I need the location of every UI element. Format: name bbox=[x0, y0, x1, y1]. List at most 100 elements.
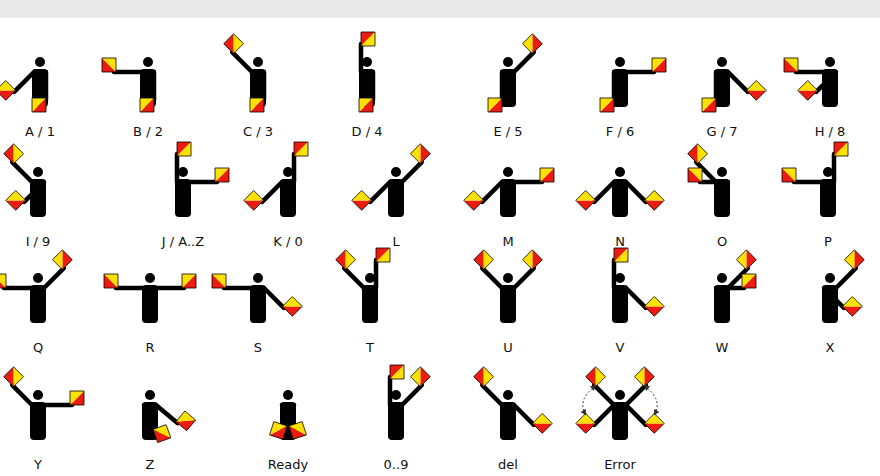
arm bbox=[388, 377, 393, 405]
flag-outline bbox=[177, 142, 191, 156]
body bbox=[388, 402, 404, 440]
head bbox=[615, 390, 625, 400]
letter-label: R bbox=[145, 340, 154, 356]
flag-yellow bbox=[600, 98, 614, 112]
semaphore-figure bbox=[352, 144, 430, 217]
flag-outline bbox=[586, 367, 606, 387]
arm bbox=[612, 72, 617, 100]
head bbox=[717, 167, 727, 177]
arm bbox=[374, 260, 379, 288]
semaphore-figure bbox=[784, 57, 838, 107]
arm bbox=[714, 72, 719, 100]
flag-red bbox=[224, 34, 234, 54]
body bbox=[362, 285, 378, 323]
arm bbox=[816, 72, 836, 92]
arm bbox=[482, 182, 502, 202]
semaphore-figure bbox=[0, 250, 72, 323]
flag-yellow bbox=[798, 80, 818, 90]
semaphore-figure bbox=[388, 365, 430, 440]
arm bbox=[12, 162, 32, 182]
flag-outline bbox=[352, 190, 372, 210]
semaphore-figure bbox=[4, 144, 46, 217]
flag-yellow bbox=[352, 190, 372, 200]
flag-outline bbox=[702, 98, 716, 112]
head bbox=[145, 390, 155, 400]
arm bbox=[152, 72, 157, 100]
flag-outline bbox=[0, 274, 6, 288]
head bbox=[717, 57, 727, 67]
letter-label: del bbox=[498, 457, 518, 473]
arm bbox=[832, 154, 837, 182]
flag-red bbox=[532, 250, 542, 270]
flag-yellow bbox=[540, 168, 554, 182]
flag-yellow bbox=[634, 367, 644, 387]
head bbox=[365, 273, 375, 283]
arm bbox=[514, 405, 534, 425]
semaphore-figure bbox=[488, 34, 542, 112]
letter-label: U bbox=[503, 340, 513, 356]
arm bbox=[44, 268, 64, 288]
flag-outline bbox=[844, 250, 864, 270]
flag-red bbox=[0, 274, 6, 288]
flag-outline bbox=[600, 98, 614, 112]
flag-outline bbox=[361, 32, 375, 46]
flag-outline bbox=[390, 365, 404, 379]
semaphore-figure bbox=[142, 390, 196, 443]
flag-outline bbox=[644, 190, 664, 210]
flag-red bbox=[842, 306, 862, 316]
flag-yellow bbox=[464, 190, 484, 200]
letter-label: W bbox=[716, 340, 729, 356]
flag-outline bbox=[798, 80, 818, 100]
arm bbox=[264, 288, 284, 308]
semaphore-figure bbox=[102, 57, 156, 112]
body bbox=[175, 179, 191, 217]
motion-arrow bbox=[644, 386, 657, 415]
flag-outline bbox=[644, 296, 664, 316]
letter-label: Q bbox=[33, 340, 43, 356]
head bbox=[33, 167, 43, 177]
flag-red bbox=[62, 250, 72, 270]
flag-yellow bbox=[410, 144, 420, 164]
flag-outline bbox=[294, 142, 308, 156]
body bbox=[30, 402, 46, 440]
flag-yellow bbox=[410, 367, 420, 387]
flag-outline bbox=[576, 413, 596, 433]
flag-red bbox=[644, 200, 664, 210]
semaphore-figure bbox=[782, 142, 848, 217]
header-band bbox=[0, 0, 880, 18]
head bbox=[503, 273, 513, 283]
arm bbox=[44, 403, 72, 408]
flag-outline bbox=[4, 144, 24, 164]
flag-yellow bbox=[104, 274, 118, 288]
flag-red bbox=[376, 248, 390, 262]
flag-outline bbox=[212, 274, 226, 288]
flag-red bbox=[834, 142, 848, 156]
letter-label: Error bbox=[604, 457, 636, 473]
flag-outline bbox=[614, 248, 628, 262]
flag-yellow bbox=[688, 168, 702, 182]
head bbox=[391, 390, 401, 400]
flag-yellow bbox=[0, 274, 6, 288]
flag-outline bbox=[6, 190, 26, 210]
flag-yellow bbox=[834, 142, 848, 156]
letter-label: Y bbox=[34, 457, 42, 473]
head bbox=[35, 57, 45, 67]
flag-yellow bbox=[212, 274, 226, 288]
arm bbox=[402, 385, 422, 405]
flag-red bbox=[702, 98, 716, 112]
flag-yellow bbox=[522, 250, 532, 270]
flag-outline bbox=[634, 367, 654, 387]
semaphore-figure bbox=[474, 367, 552, 440]
flag-outline bbox=[736, 250, 756, 270]
flag-yellow bbox=[644, 413, 664, 423]
arm bbox=[402, 162, 422, 182]
flag-outline bbox=[576, 190, 596, 210]
arm bbox=[371, 72, 376, 100]
letter-label: Ready bbox=[268, 457, 308, 473]
arm bbox=[156, 405, 177, 423]
flag-yellow bbox=[644, 190, 664, 200]
arm bbox=[287, 405, 294, 428]
flag-outline bbox=[289, 422, 307, 440]
flag-outline bbox=[102, 58, 116, 72]
